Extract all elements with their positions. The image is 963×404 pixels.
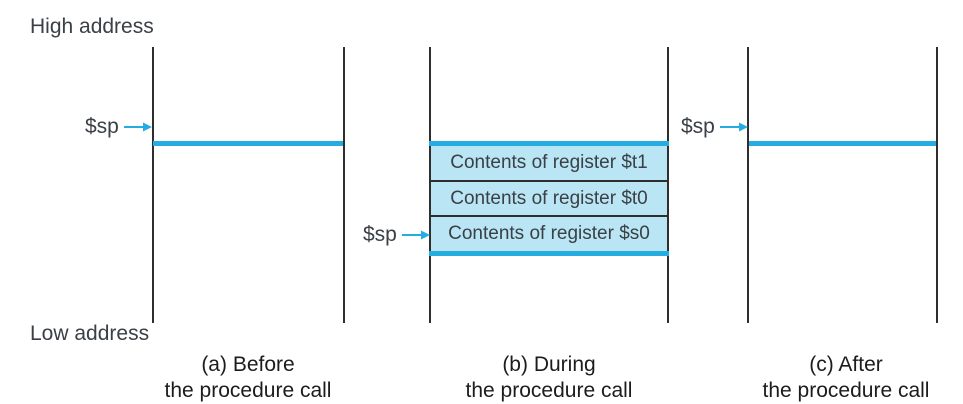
caption-before-line1: (a) Before: [201, 353, 295, 376]
stack-during-left-rail: [429, 47, 431, 323]
stack-during-right-rail: [667, 47, 669, 323]
stack-during-sp-pointer: $sp: [363, 223, 430, 247]
low-address-label: Low address: [30, 322, 150, 345]
caption-after-line2: the procedure call: [762, 379, 930, 402]
stack-after-sp-line: [749, 141, 936, 146]
saved-registers-group: Contents of register $t1 Contents of reg…: [431, 146, 667, 251]
right-arrow-icon: [123, 122, 152, 132]
stack-box-t0: Contents of register $t0: [431, 179, 667, 216]
caption-after: (c) After the procedure call: [716, 352, 963, 404]
sp-register-label: $sp: [85, 115, 119, 138]
stack-during-sp-line: [429, 251, 669, 256]
stack-before-sp-line: [153, 141, 343, 146]
right-arrow-icon: [401, 230, 430, 240]
stack-box-t1: Contents of register $t1: [450, 151, 648, 173]
stack-before-right-rail: [343, 47, 345, 323]
stack-before-sp-pointer: $sp: [85, 115, 152, 139]
caption-before: (a) Before the procedure call: [118, 352, 378, 404]
caption-after-line1: (c) After: [809, 353, 883, 376]
stack-before-left-rail: [152, 47, 154, 323]
stack-after-right-rail: [936, 47, 938, 323]
sp-register-label: $sp: [681, 115, 715, 138]
stack-during-top-line: [429, 141, 669, 146]
caption-during-line2: the procedure call: [465, 379, 633, 402]
caption-during: (b) During the procedure call: [419, 352, 679, 404]
stack-after-left-rail: [747, 47, 749, 323]
high-address-label: High address: [30, 15, 154, 38]
stack-box-s0: Contents of register $s0: [431, 215, 667, 251]
stack-after-sp-pointer: $sp: [681, 115, 748, 139]
right-arrow-icon: [719, 122, 748, 132]
caption-during-line1: (b) During: [502, 353, 596, 376]
sp-register-label: $sp: [363, 223, 397, 246]
caption-before-line2: the procedure call: [164, 379, 332, 402]
